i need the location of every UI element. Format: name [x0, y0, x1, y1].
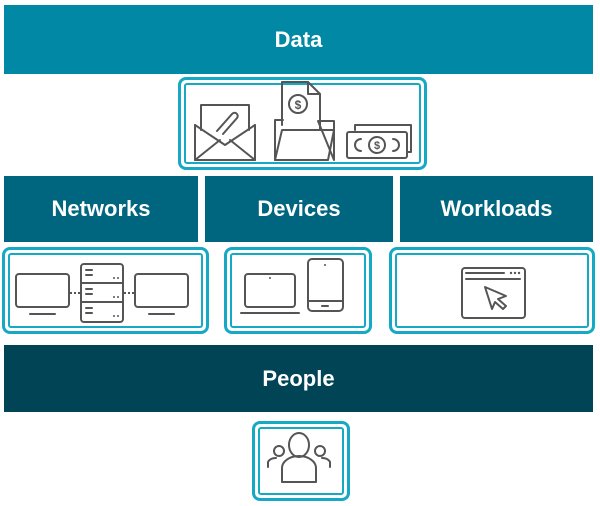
server-rack-icon: [80, 263, 124, 323]
tablet-icon: [307, 258, 344, 312]
workloads-layer-label: Workloads: [440, 196, 553, 221]
user-group-icon: [267, 432, 331, 483]
envelope-paperclip-icon: [194, 104, 256, 161]
data-layer-label: Data: [274, 26, 323, 52]
people-layer-label: People: [262, 365, 335, 391]
monitor-icon: [134, 273, 189, 315]
devices-layer-bar: Devices: [205, 176, 393, 242]
monitor-icon: [15, 273, 70, 315]
data-icons-frame: [178, 77, 427, 170]
people-icons-frame: [252, 421, 350, 501]
networks-icons-frame: [2, 247, 209, 334]
people-layer-bar: People: [4, 345, 593, 412]
svg-text:$: $: [295, 98, 302, 112]
devices-icons-frame: [224, 247, 372, 334]
networks-layer-label: Networks: [51, 196, 151, 221]
svg-text:$: $: [374, 140, 380, 152]
browser-window-cursor-icon: [461, 267, 526, 319]
devices-layer-label: Devices: [257, 196, 341, 221]
workloads-icons-frame: [389, 247, 595, 334]
workloads-layer-bar: Workloads: [400, 176, 593, 242]
cash-icon: $: [346, 124, 412, 159]
laptop-icon: [240, 273, 300, 314]
networks-layer-bar: Networks: [4, 176, 198, 242]
folder-invoice-icon: $: [274, 81, 335, 161]
data-layer-bar: Data: [4, 5, 593, 74]
